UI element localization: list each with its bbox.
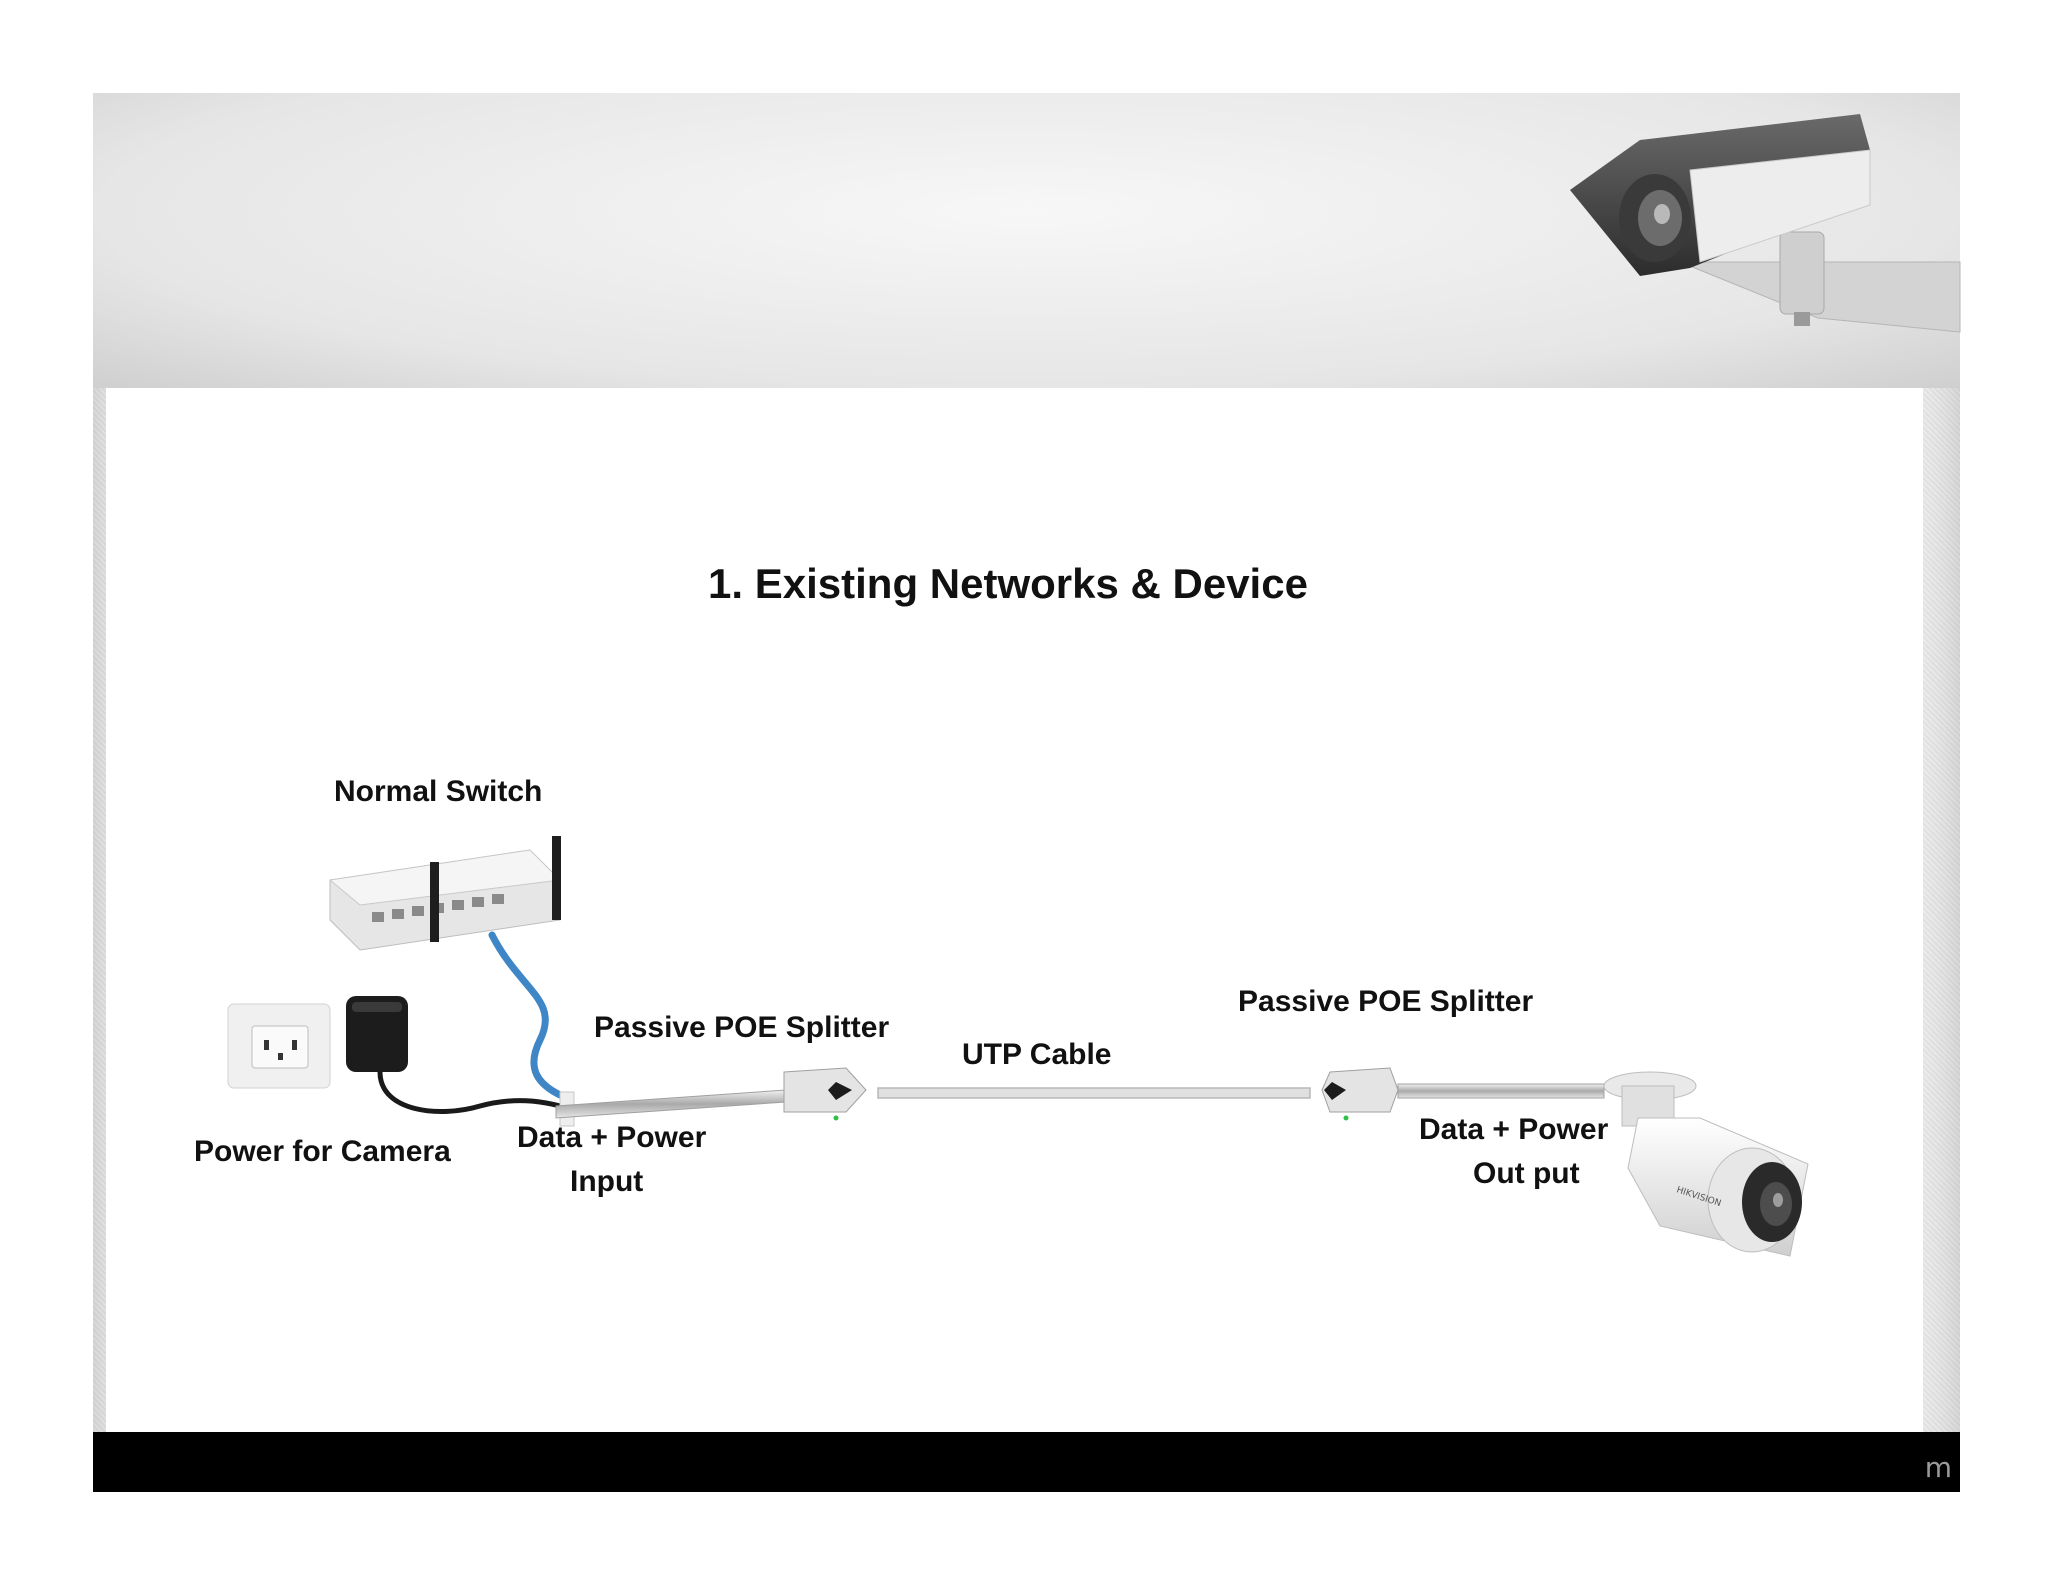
label-data-power-input-1: Data + Power [517, 1121, 707, 1154]
bullet-camera-icon: HIKVISION [1603, 1071, 1809, 1257]
power-cable [377, 1071, 581, 1115]
utp-cable [877, 1087, 1311, 1099]
label-data-power-input-2: Input [570, 1165, 644, 1198]
header-cctv-camera-icon [1570, 114, 1961, 333]
splitter-left-icon [555, 1067, 867, 1127]
label-splitter-right: Passive POE Splitter [1238, 985, 1534, 1018]
label-splitter-left: Passive POE Splitter [594, 1011, 890, 1044]
corner-text: m [1924, 1451, 1952, 1484]
splitter-right-icon [1321, 1067, 1605, 1121]
slide-title: 1. Existing Networks & Device [708, 560, 1308, 607]
label-normal-switch: Normal Switch [334, 775, 543, 808]
router-switch-icon [328, 836, 562, 951]
label-power-for-camera: Power for Camera [194, 1135, 451, 1168]
patch-cable [488, 931, 564, 1099]
label-data-power-output-2: Out put [1473, 1157, 1580, 1190]
wall-outlet-icon [227, 1003, 331, 1089]
power-adapter-icon [346, 996, 408, 1072]
bottom-bar: m [93, 1432, 1960, 1492]
label-utp-cable: UTP Cable [962, 1038, 1112, 1071]
label-data-power-output-1: Data + Power [1419, 1113, 1609, 1146]
